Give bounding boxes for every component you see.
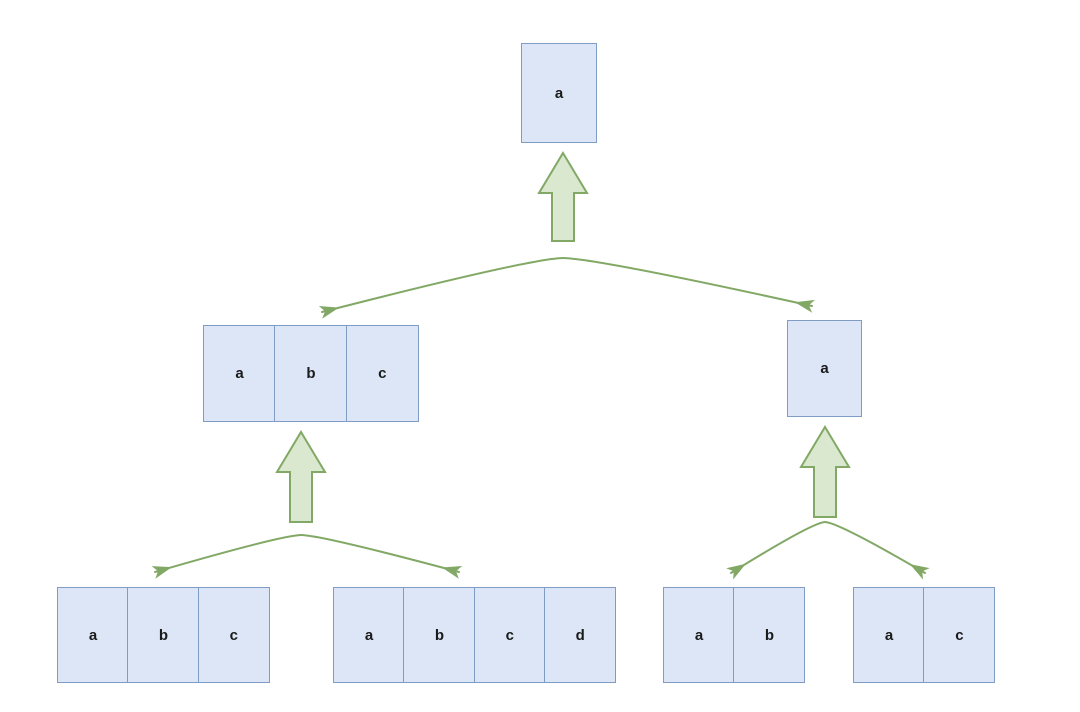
- branch-connector-mid-left-leg: [300, 534, 463, 579]
- branch-connector-mid-left-leg: [151, 534, 302, 579]
- cell-c[interactable]: c: [345, 325, 419, 422]
- cell-a[interactable]: a: [787, 320, 862, 417]
- branch-connector-mid-right-leg: [726, 521, 826, 580]
- cell-b[interactable]: b: [274, 325, 348, 422]
- branch-connector-mid-left: [151, 534, 463, 579]
- block-arrow-up-root: [537, 151, 589, 242]
- cell-a[interactable]: a: [853, 587, 925, 683]
- branch-connector-root-leg: [318, 257, 564, 319]
- cell-a[interactable]: a: [57, 587, 129, 683]
- branch-connector-group: [151, 257, 930, 580]
- branch-connector-root-leg: [562, 257, 815, 313]
- mid-right-node[interactable]: a: [787, 320, 862, 417]
- root-node[interactable]: a: [521, 43, 597, 143]
- cell-d[interactable]: d: [544, 587, 617, 683]
- block-arrow-up-mid-left: [275, 430, 327, 523]
- branch-connector-mid-right-leg: [824, 521, 930, 580]
- cell-a[interactable]: a: [521, 43, 597, 143]
- cell-b[interactable]: b: [127, 587, 200, 683]
- cell-a[interactable]: a: [333, 587, 405, 683]
- block-arrow-group: [275, 151, 851, 523]
- cell-b[interactable]: b: [403, 587, 476, 683]
- cell-b[interactable]: b: [733, 587, 806, 683]
- branch-connector-root: [318, 257, 815, 319]
- cell-c[interactable]: c: [473, 587, 546, 683]
- cell-c[interactable]: c: [197, 587, 270, 683]
- block-arrow-up-mid-right: [799, 425, 851, 518]
- cell-a[interactable]: a: [203, 325, 276, 422]
- cell-c[interactable]: c: [923, 587, 996, 683]
- branch-connector-mid-right: [726, 521, 930, 580]
- cell-a[interactable]: a: [663, 587, 735, 683]
